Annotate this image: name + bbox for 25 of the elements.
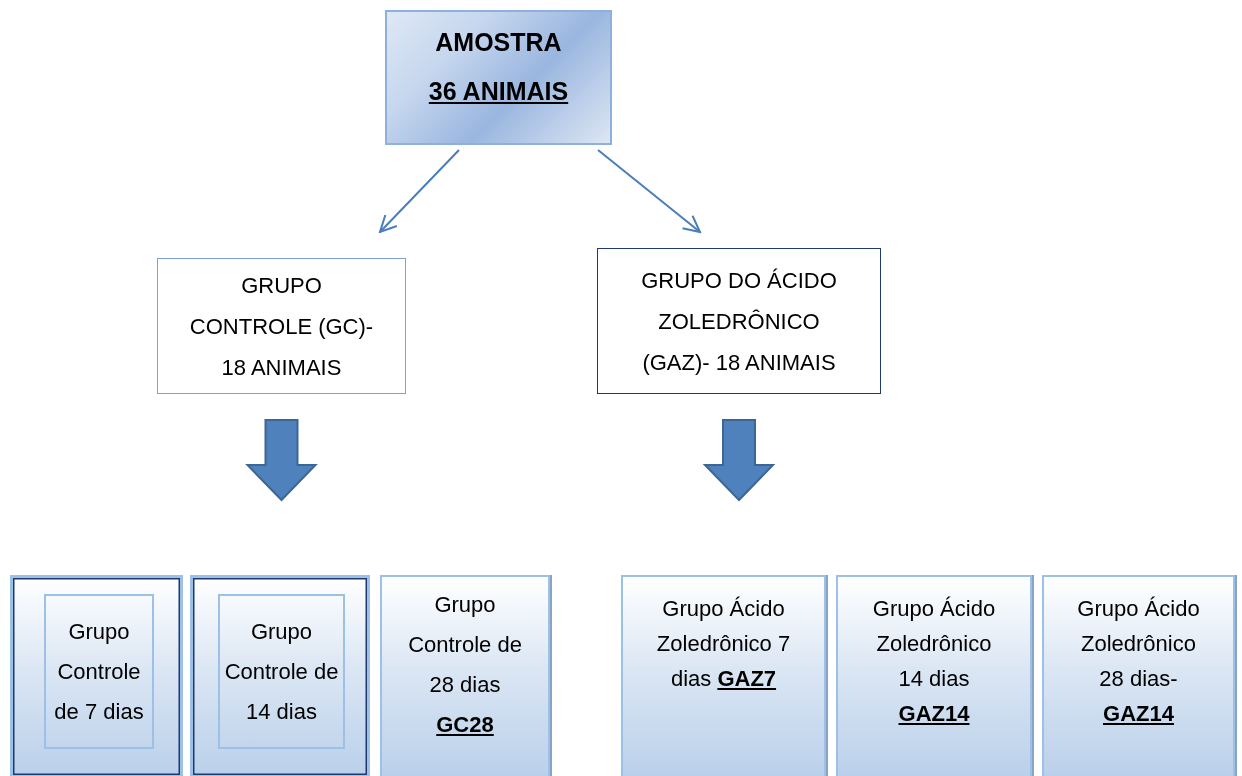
block-arrow (245, 419, 318, 502)
group-box (157, 258, 406, 394)
group-box (385, 10, 612, 145)
heading: AMOSTRA (435, 28, 562, 57)
outer-frame-box (10, 575, 183, 776)
group-box (44, 594, 154, 749)
group-label: Grupo Ácido Zoledrônico 28 dias- GAZ14 (1076, 595, 1201, 728)
arrow (597, 149, 701, 233)
group-box (836, 575, 1032, 776)
count-text: 36 ANIMAIS (428, 77, 569, 106)
group-box (1042, 575, 1235, 776)
group-label: Grupo Controle de 28 dias GC28 (408, 591, 522, 739)
group-box (597, 248, 881, 394)
group-label: Grupo Controle de 14 dias (223, 617, 340, 726)
group-label: GRUPO DO ÁCIDO ZOLEDRÔNICO (GAZ)- 18 ANIMAIS (640, 266, 838, 377)
group-label: GRUPO CONTROLE (GC)- 18 ANIMAIS (188, 271, 375, 382)
group-box (621, 575, 826, 776)
group-label: Grupo Ácido Zoledrônico 7 dias GAZ7 (655, 595, 792, 693)
block-arrow (702, 419, 776, 502)
group-box (218, 594, 345, 749)
outer-frame-box (190, 575, 370, 776)
group-label: Grupo Ácido Zoledrônico 14 dias GAZ14 (872, 595, 996, 728)
group-label: Grupo Controle de 7 dias (53, 617, 145, 726)
group-box (380, 575, 550, 776)
arrow (379, 149, 460, 233)
